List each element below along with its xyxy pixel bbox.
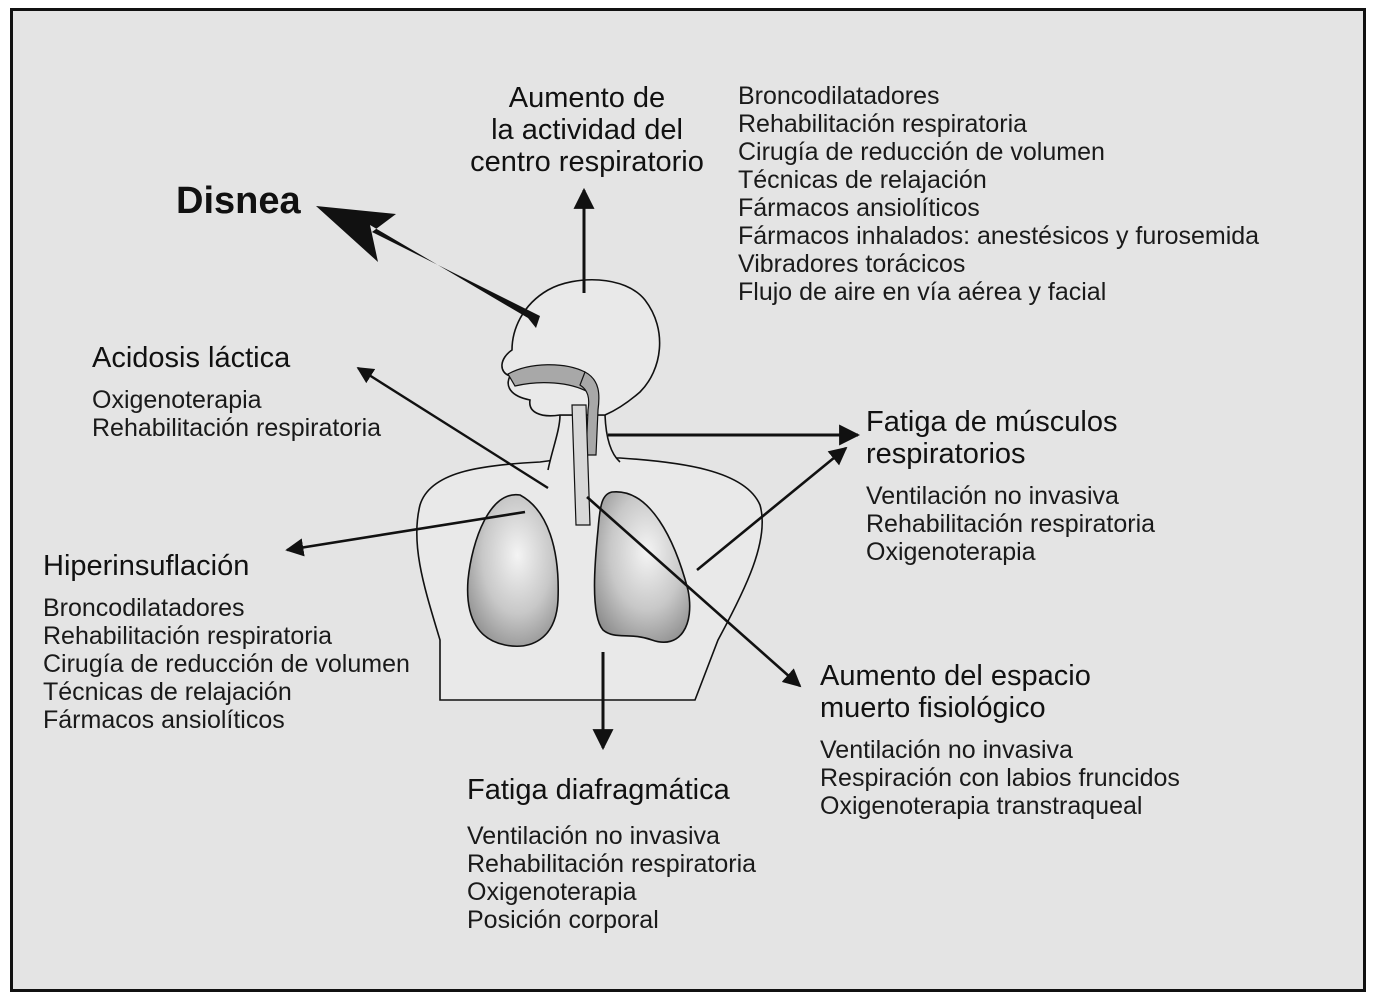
treatment-item: Rehabilitación respiratoria bbox=[738, 110, 1028, 138]
treatment-item: Rehabilitación respiratoria bbox=[92, 414, 382, 442]
treatment-item: Cirugía de reducción de volumen bbox=[43, 650, 410, 678]
head-outline bbox=[501, 278, 661, 417]
respiratory-muscle-fatigue-block: Fatiga de músculos respiratorios Ventila… bbox=[866, 406, 1155, 566]
lactic-acidosis-heading: Acidosis láctica bbox=[92, 342, 291, 374]
treatment-item: Broncodilatadores bbox=[738, 82, 940, 110]
diaphragm-fatigue-block: Fatiga diafragmática Ventilación no inva… bbox=[467, 774, 756, 934]
treatment-item: Flujo de aire en vía aérea y facial bbox=[738, 278, 1107, 306]
treatment-item: Oxigenoterapia bbox=[92, 386, 262, 414]
left-lung bbox=[466, 494, 560, 647]
treatment-item: Técnicas de relajación bbox=[43, 678, 292, 706]
treatment-item: Respiración con labios fruncidos bbox=[820, 764, 1180, 792]
treatment-item: Ventilación no invasiva bbox=[467, 822, 720, 850]
treatment-item: Ventilación no invasiva bbox=[866, 482, 1119, 510]
treatment-item: Oxigenoterapia bbox=[866, 538, 1036, 566]
dead-space-heading: Aumento del espacio bbox=[820, 660, 1091, 692]
respiratory-muscle-fatigue-heading: Fatiga de músculos bbox=[866, 406, 1118, 438]
treatment-item: Rehabilitación respiratoria bbox=[467, 850, 757, 878]
treatment-item: Rehabilitación respiratoria bbox=[43, 622, 333, 650]
center-activity-heading: centro respiratorio bbox=[470, 146, 704, 178]
treatment-item: Oxigenoterapia bbox=[467, 878, 637, 906]
lactic-acidosis-block: Acidosis láctica Oxigenoterapia Rehabili… bbox=[92, 342, 381, 442]
arrow-hyperinflation bbox=[285, 510, 526, 557]
center-activity-block: Aumento de la actividad del centro respi… bbox=[452, 82, 722, 178]
arrow-disnea bbox=[316, 206, 540, 328]
treatment-item: Vibradores torácicos bbox=[738, 250, 966, 278]
center-activity-heading: Aumento de bbox=[508, 82, 666, 114]
treatment-item: Rehabilitación respiratoria bbox=[866, 510, 1156, 538]
hyperinflation-heading: Hiperinsuflación bbox=[43, 550, 250, 582]
diaphragm-fatigue-heading: Fatiga diafragmática bbox=[467, 774, 730, 806]
treatment-item: Técnicas de relajación bbox=[738, 166, 987, 194]
right-lung bbox=[593, 491, 691, 643]
treatment-item: Cirugía de reducción de volumen bbox=[738, 138, 1105, 166]
arrow-lactic bbox=[356, 366, 549, 490]
hyperinflation-block: Hiperinsuflación Broncodilatadores Rehab… bbox=[43, 550, 410, 734]
treatment-item: Posición corporal bbox=[467, 906, 659, 934]
treatment-item: Ventilación no invasiva bbox=[820, 736, 1073, 764]
center-activity-treatments: Broncodilatadores Rehabilitación respira… bbox=[738, 82, 1259, 306]
trachea bbox=[571, 404, 591, 526]
dead-space-heading: muerto fisiológico bbox=[820, 692, 1046, 724]
center-activity-heading: la actividad del bbox=[491, 114, 683, 146]
treatment-item: Fármacos inhalados: anestésicos y furose… bbox=[738, 222, 1260, 250]
treatment-item: Oxigenoterapia transtraqueal bbox=[820, 792, 1143, 820]
arrow-deadspace bbox=[586, 496, 802, 688]
respiratory-muscle-fatigue-heading: respiratorios bbox=[866, 438, 1026, 470]
diagram-title: Disnea bbox=[176, 180, 301, 222]
arrow-muscle-lower bbox=[696, 446, 848, 572]
treatment-item: Fármacos ansiolíticos bbox=[738, 194, 980, 222]
dead-space-block: Aumento del espacio muerto fisiológico V… bbox=[820, 660, 1180, 820]
treatment-item: Broncodilatadores bbox=[43, 594, 245, 622]
treatment-item: Fármacos ansiolíticos bbox=[43, 706, 285, 734]
